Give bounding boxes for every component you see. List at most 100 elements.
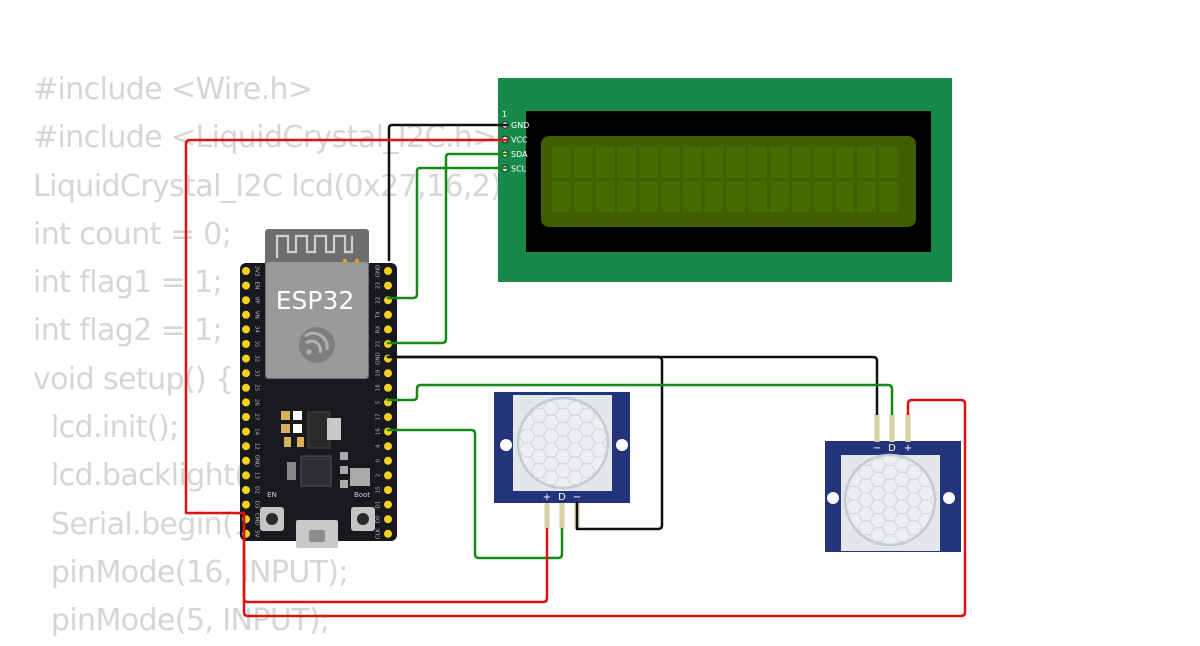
code-line: void setup() { xyxy=(33,361,234,397)
esp32-pin-label: 5V xyxy=(254,530,260,537)
esp32-pin-label: 16 xyxy=(376,428,382,435)
esp32-pin[interactable] xyxy=(384,456,392,465)
esp32-pin-label: RX xyxy=(376,325,382,333)
wire-pir1-data[interactable] xyxy=(386,428,564,560)
wire-lcd-gnd[interactable] xyxy=(387,123,509,262)
esp32-pin[interactable] xyxy=(384,442,392,451)
esp32-pin[interactable] xyxy=(242,340,250,348)
esp32-pin-label: GND xyxy=(254,454,260,467)
lcd-cell xyxy=(617,147,637,178)
esp32-pin[interactable] xyxy=(242,442,250,451)
lcd-cell xyxy=(639,181,659,212)
wire-pir2-gnd[interactable] xyxy=(386,355,879,416)
wire-lcd-scl[interactable] xyxy=(386,166,509,300)
lcd-cell xyxy=(879,181,898,212)
esp32-pin-label: D3 xyxy=(254,501,260,509)
esp32-pin[interactable] xyxy=(384,325,392,334)
esp32-pin[interactable] xyxy=(242,398,250,407)
esp32-pin[interactable] xyxy=(384,383,392,392)
esp32-module-shield xyxy=(266,262,368,378)
pir-1-lens xyxy=(516,396,610,490)
esp32-pin[interactable] xyxy=(242,383,250,392)
esp32-pin[interactable] xyxy=(384,471,392,480)
esp32-pin[interactable] xyxy=(384,369,392,378)
lcd-cell xyxy=(726,181,746,212)
esp32-pin-label: 15 xyxy=(376,486,382,493)
lcd-cell xyxy=(791,147,811,178)
esp32-pin[interactable] xyxy=(242,500,250,509)
lcd-cell xyxy=(835,181,855,212)
esp32-pin[interactable] xyxy=(242,471,250,480)
lcd-cell xyxy=(857,181,877,212)
pir-pin[interactable] xyxy=(544,503,550,529)
esp32-pin[interactable] xyxy=(384,486,392,494)
pir-pin[interactable] xyxy=(889,414,895,442)
esp32-pin[interactable] xyxy=(242,427,250,436)
pir-pin[interactable] xyxy=(905,414,911,442)
esp32-pin-label: 13 xyxy=(254,472,260,479)
esp32-pin-label: 25 xyxy=(254,384,260,391)
esp32-pin-label: 35 xyxy=(254,341,260,348)
lcd-character-grid xyxy=(552,147,898,212)
wire-pir2-vcc[interactable] xyxy=(242,398,967,618)
usb-uart-chip xyxy=(300,455,332,487)
esp32-pin[interactable] xyxy=(384,413,392,421)
esp32-pin[interactable] xyxy=(242,486,250,494)
pir-pin[interactable] xyxy=(874,414,880,442)
esp32-pin[interactable] xyxy=(242,296,250,305)
esp32-pin-label: 2 xyxy=(376,474,382,478)
pir-sensor-1[interactable]: +D− xyxy=(494,392,630,529)
esp32-pin[interactable] xyxy=(242,354,250,363)
esp32-pin[interactable] xyxy=(242,325,250,334)
lcd-cell xyxy=(791,181,811,212)
esp32-pin-label: EN xyxy=(254,282,260,290)
esp32-pin[interactable] xyxy=(384,281,392,290)
esp32-pin[interactable] xyxy=(384,267,392,275)
lcd-pin-label: VCC xyxy=(511,136,528,145)
wire-pir2-data[interactable] xyxy=(386,383,894,416)
pir-2-pins: −D+ xyxy=(873,414,912,454)
antenna-trace xyxy=(275,234,354,258)
lcd-cell xyxy=(552,181,571,212)
lcd-cell xyxy=(704,181,724,212)
esp32-pin-label: 18 xyxy=(376,384,382,391)
esp32-pin[interactable] xyxy=(384,500,392,509)
lcd-pin1-marker: 1 xyxy=(502,110,507,119)
wire-lcd-vcc[interactable] xyxy=(184,138,509,515)
wires xyxy=(184,123,967,618)
wire-lcd-sda[interactable] xyxy=(386,152,509,345)
boot-button[interactable] xyxy=(351,507,375,531)
pir-pin[interactable] xyxy=(559,503,565,529)
pir-pin-label: D xyxy=(888,443,896,454)
code-line: lcd.backlight(); xyxy=(33,458,267,494)
esp32-pin[interactable] xyxy=(242,456,250,465)
esp32-pin[interactable] xyxy=(384,515,392,524)
lcd-cell xyxy=(813,181,833,212)
pir-sensor-2[interactable]: −D+ xyxy=(825,414,961,552)
esp32-pin-label: 17 xyxy=(376,413,382,420)
lcd-cell xyxy=(595,147,615,178)
esp32-pin[interactable] xyxy=(242,281,250,290)
esp32-pin-label: 32 xyxy=(254,355,260,362)
lcd-cell xyxy=(748,147,768,178)
esp32-pin-label: 0 xyxy=(376,459,382,463)
esp32-pin-label: CLK xyxy=(376,528,382,539)
esp32-pin[interactable] xyxy=(242,267,250,275)
esp32-pin[interactable] xyxy=(384,310,392,319)
lcd-cell xyxy=(726,147,746,178)
voltage-regulator xyxy=(327,418,341,440)
esp32-pin-label: 22 xyxy=(376,297,382,304)
esp32-pin[interactable] xyxy=(242,369,250,378)
esp32-pin[interactable] xyxy=(242,310,250,319)
lcd-cell xyxy=(682,147,702,178)
lcd-cell xyxy=(879,147,898,178)
esp32-pin[interactable] xyxy=(242,413,250,421)
lcd-cell xyxy=(639,147,659,178)
pir-pin-label: + xyxy=(904,443,912,454)
lcd-cell xyxy=(573,181,593,212)
esp32-pin[interactable] xyxy=(384,529,392,538)
esp32-devkit[interactable]: ESP32 EN Boot 3V3 xyxy=(240,229,397,548)
en-button[interactable] xyxy=(260,507,284,531)
